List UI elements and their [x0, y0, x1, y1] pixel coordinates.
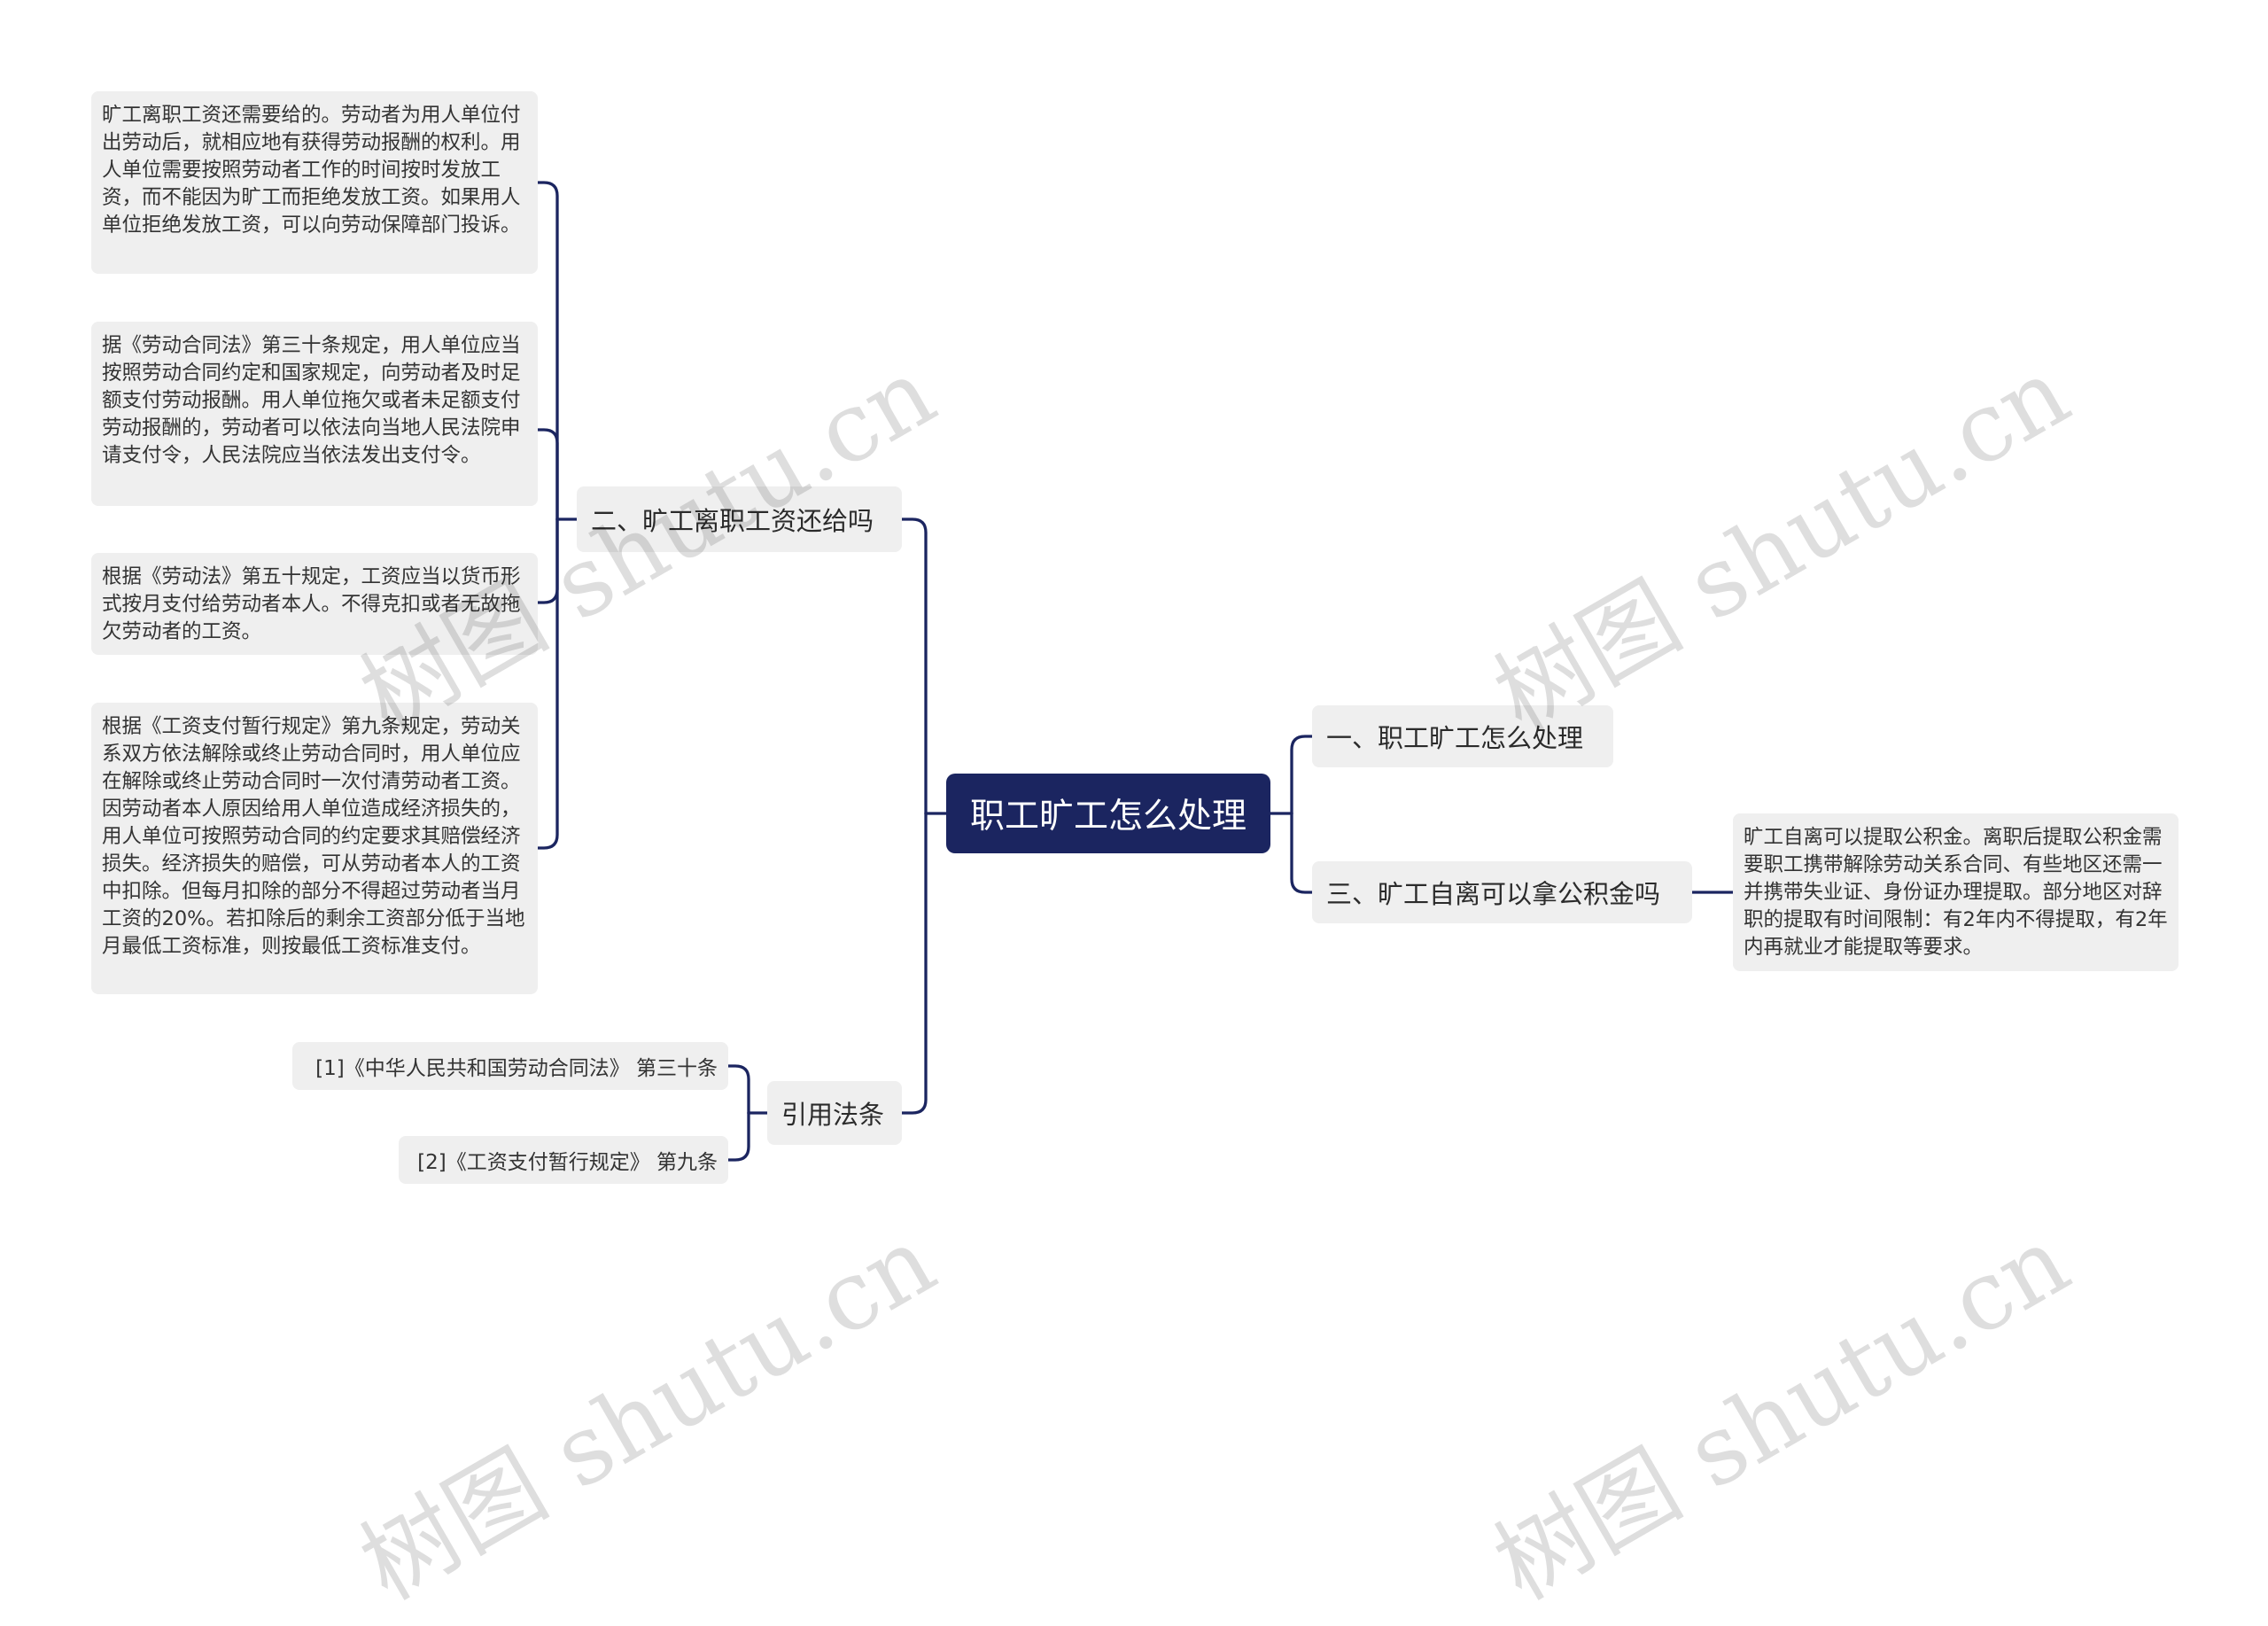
reference-text: [2]《工资支付暂行规定》 第九条: [417, 1151, 718, 1174]
leaf-node-3[interactable]: 根据《劳动法》第五十规定，工资应当以货币形式按月支付给劳动者本人。不得克扣或者无…: [91, 553, 538, 655]
branch-label: 二、旷工离职工资还给吗: [591, 506, 874, 536]
branch-node-2[interactable]: 二、旷工离职工资还给吗: [577, 486, 902, 552]
connector-to-branch-1: [1290, 735, 1314, 815]
branch-label: 三、旷工自离可以拿公积金吗: [1326, 879, 1661, 909]
leaf-text: 旷工离职工资还需要给的。劳动者为用人单位付出劳动后，就相应地有获得劳动报酬的权利…: [102, 104, 521, 237]
reference-node-1[interactable]: [1]《中华人民共和国劳动合同法》 第三十条: [292, 1042, 728, 1090]
connector-to-ref-1: [726, 1064, 750, 1115]
branch-node-1[interactable]: 一、职工旷工怎么处理: [1312, 705, 1613, 767]
root-label: 职工旷工怎么处理: [969, 797, 1247, 836]
branch-node-4[interactable]: 引用法条: [767, 1081, 902, 1145]
reference-text: [1]《中华人民共和国劳动合同法》 第三十条: [315, 1057, 718, 1080]
connector-to-leaf-4: [536, 517, 559, 850]
leaf-node-1[interactable]: 旷工离职工资还需要给的。劳动者为用人单位付出劳动后，就相应地有获得劳动报酬的权利…: [91, 91, 538, 274]
connector-to-leaf-2: [536, 428, 559, 521]
leaf-text: 根据《劳动法》第五十规定，工资应当以货币形式按月支付给劳动者本人。不得克扣或者无…: [102, 565, 521, 643]
root-node[interactable]: 职工旷工怎么处理: [946, 774, 1270, 853]
branch-node-3[interactable]: 三、旷工自离可以拿公积金吗: [1312, 861, 1692, 923]
connector-lines: [536, 181, 1735, 1162]
connector-to-leaf-3: [536, 517, 559, 604]
connector-to-branch-2: [900, 517, 928, 815]
leaf-text: 根据《工资支付暂行规定》第九条规定，劳动关系双方依法解除或终止劳动合同时，用人单…: [102, 715, 525, 958]
connector-to-branch-3: [1290, 812, 1314, 894]
leaf-node-5[interactable]: 旷工自离可以提取公积金。离职后提取公积金需要职工携带解除劳动关系合同、有些地区还…: [1733, 813, 2179, 971]
connector-to-branch-4: [900, 812, 928, 1115]
connector-to-ref-2: [726, 1111, 750, 1162]
branch-label: 引用法条: [781, 1100, 885, 1130]
branch-label: 一、职工旷工怎么处理: [1326, 723, 1584, 753]
connector-to-leaf-1: [536, 181, 559, 521]
reference-node-2[interactable]: [2]《工资支付暂行规定》 第九条: [399, 1136, 728, 1184]
leaf-node-4[interactable]: 根据《工资支付暂行规定》第九条规定，劳动关系双方依法解除或终止劳动合同时，用人单…: [91, 703, 538, 994]
leaf-node-2[interactable]: 据《劳动合同法》第三十条规定，用人单位应当按照劳动合同约定和国家规定，向劳动者及…: [91, 322, 538, 506]
leaf-text: 据《劳动合同法》第三十条规定，用人单位应当按照劳动合同约定和国家规定，向劳动者及…: [102, 334, 521, 467]
leaf-text: 旷工自离可以提取公积金。离职后提取公积金需要职工携带解除劳动关系合同、有些地区还…: [1744, 826, 2168, 959]
